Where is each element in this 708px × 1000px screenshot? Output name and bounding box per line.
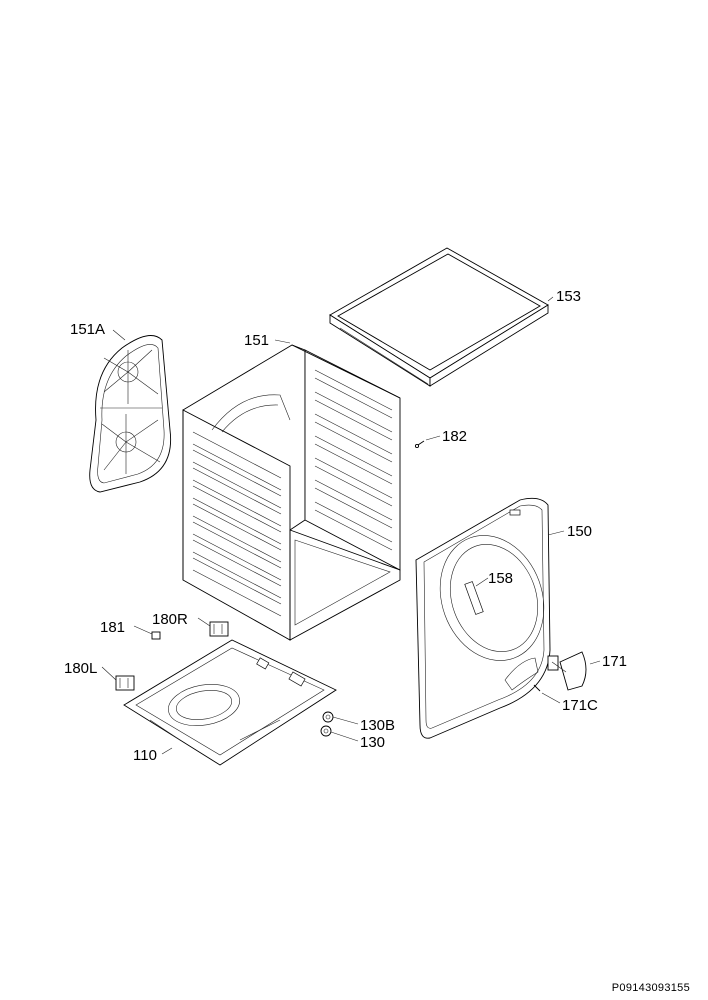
part-151-cabinet bbox=[182, 344, 401, 641]
label-110: 110 bbox=[133, 747, 157, 764]
part-171-door-lock bbox=[547, 651, 587, 691]
label-130B: 130B bbox=[360, 717, 395, 734]
part-171C-wire bbox=[533, 684, 541, 692]
part-180L-hinge bbox=[115, 675, 135, 691]
part-130-foot bbox=[320, 725, 332, 737]
part-182-screw bbox=[414, 440, 425, 449]
part-181-bracket bbox=[151, 631, 161, 640]
part-150-front-panel bbox=[415, 497, 551, 739]
label-130: 130 bbox=[360, 734, 385, 751]
label-171: 171 bbox=[602, 653, 627, 670]
label-158: 158 bbox=[488, 570, 513, 587]
part-153-top-cover bbox=[329, 247, 549, 387]
part-180R-hinge bbox=[209, 621, 229, 637]
label-151: 151 bbox=[244, 332, 269, 349]
leader-lines bbox=[101, 296, 601, 755]
label-181: 181 bbox=[100, 619, 125, 636]
label-150: 150 bbox=[567, 523, 592, 540]
part-110-base-plate bbox=[123, 639, 337, 766]
part-130B-foot bbox=[322, 711, 334, 723]
label-153: 153 bbox=[556, 288, 581, 305]
label-180L: 180L bbox=[64, 660, 97, 677]
label-182: 182 bbox=[442, 428, 467, 445]
label-180R: 180R bbox=[152, 611, 188, 628]
part-151A-rear-panel bbox=[89, 335, 172, 493]
label-151A: 151A bbox=[70, 321, 105, 338]
document-id: P09143093155 bbox=[611, 982, 690, 994]
label-171C: 171C bbox=[562, 697, 598, 714]
